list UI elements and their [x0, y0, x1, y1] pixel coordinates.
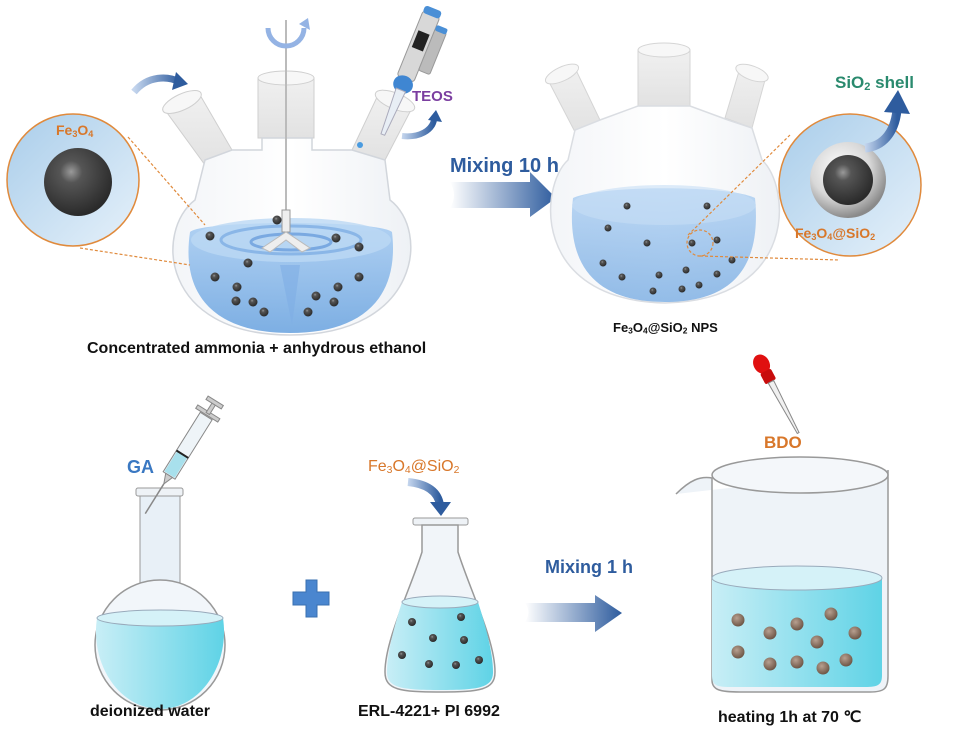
- beaker: [675, 456, 889, 693]
- particles-beaker: [731, 607, 862, 675]
- fe3o4-core-icon: [823, 155, 873, 205]
- droplet-icon: [357, 142, 363, 148]
- plus-icon: [292, 579, 330, 618]
- fe3o4-sio2-additive-label: Fe3O4@SiO2: [368, 458, 460, 477]
- fe3o4-particle-icon: [44, 148, 112, 216]
- dropper-icon: [753, 354, 800, 435]
- curved-arrow-teos-icon: [401, 119, 437, 140]
- pipette-icon: [380, 5, 448, 136]
- fe3o4-magnified-view: [6, 113, 206, 266]
- erl-label: ERL-4221+ PI 6992: [358, 703, 500, 720]
- deionized-water-label: deionized water: [90, 703, 211, 720]
- three-neck-flask-1: [162, 18, 416, 336]
- erlenmeyer-flask: [384, 517, 496, 693]
- particles-erlenmeyer: [398, 613, 483, 669]
- curved-arrow-addition-icon: [407, 478, 444, 506]
- teos-label: TEOS: [412, 88, 453, 105]
- fe3o4-label: Fe3O4: [56, 122, 94, 139]
- mixing-arrow-1: [450, 172, 556, 217]
- round-flask-deionized-water: [94, 487, 226, 711]
- fe3o4-sio2-magnified-view: [687, 90, 922, 261]
- particles-flask-2: [599, 202, 736, 295]
- fe3o4-sio2-particle-label: Fe3O4@SiO2: [795, 225, 876, 242]
- particles-flask-1: [205, 215, 364, 317]
- mixing-1h-label: Mixing 1 h: [545, 557, 634, 577]
- ga-label: GA: [127, 457, 154, 477]
- sio2-shell-label: SiO2 shell: [835, 73, 914, 94]
- mixing-10h-label: Mixing 10 h: [450, 155, 559, 177]
- product-nps-label: Fe3O4@SiO2 NPS: [613, 320, 718, 336]
- mixing-arrow-2: [525, 595, 622, 632]
- bdo-label: BDO: [764, 433, 802, 452]
- three-neck-flask-2: [544, 42, 781, 304]
- solution-1-label: Concentrated ammonia + anhydrous ethanol: [87, 340, 427, 357]
- curved-arrow-left-icon: [131, 74, 182, 95]
- heating-condition-label: heating 1h at 70 ℃: [718, 709, 862, 726]
- shell-pointer-arrow-icon: [884, 90, 910, 114]
- syringe-icon: [144, 395, 225, 515]
